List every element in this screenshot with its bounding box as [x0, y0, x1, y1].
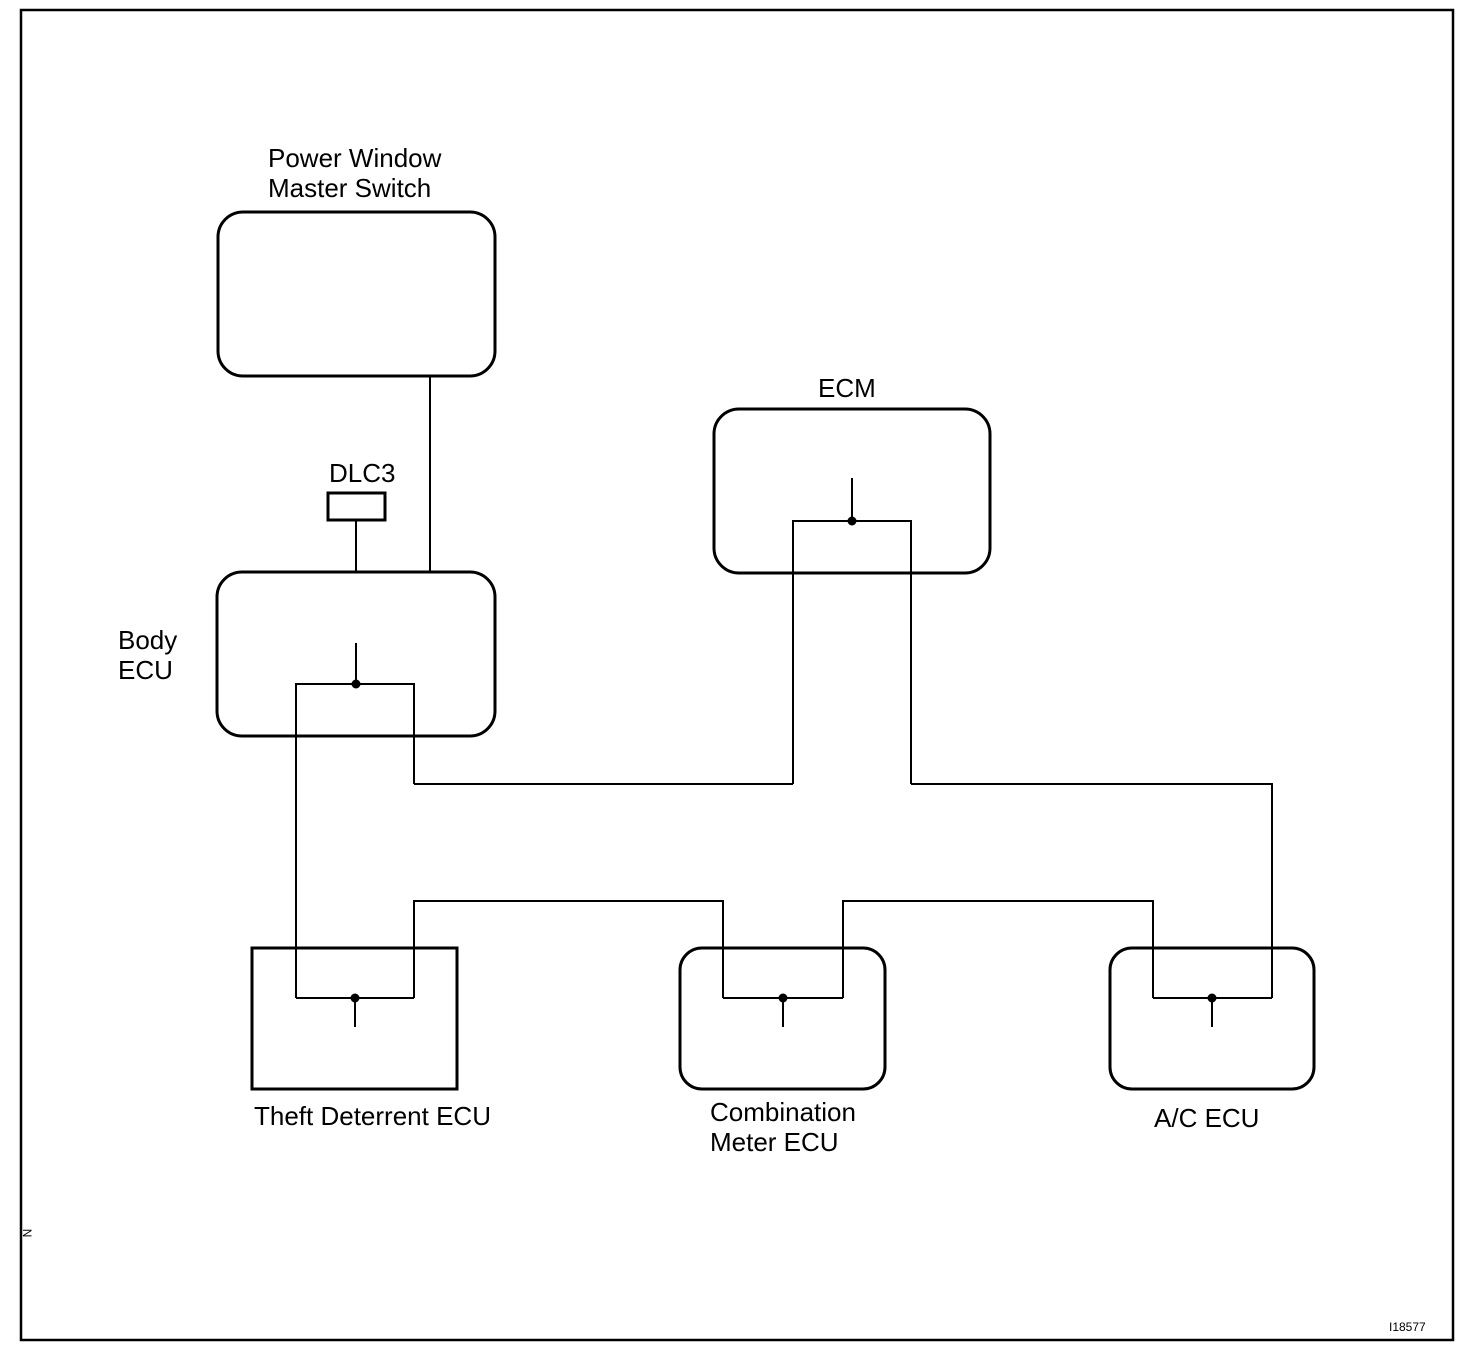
junction-dots [350, 516, 1217, 1003]
wire-theft-to-combination [413, 900, 724, 998]
ecm-box [712, 407, 992, 575]
body-ecu-label-line1: Body [118, 625, 178, 655]
outer-frame [19, 8, 1455, 1342]
body-ecu-bus-loop [295, 683, 415, 998]
combination-junction-dot [778, 993, 788, 1003]
corner-mark: N [20, 1228, 35, 1238]
body-ecu-junction-dot [351, 679, 361, 689]
power-window-label-line2: Master Switch [268, 173, 432, 203]
power-window-label-line1: Power Window [268, 143, 442, 173]
wire-ecm-to-ac-ecu [911, 783, 1273, 998]
ac-ecu-box [1108, 946, 1316, 1091]
body-ecu-label-line2: ECU [118, 655, 173, 685]
theft-junction-dot [350, 993, 360, 1003]
power-window-master-switch-box [216, 210, 497, 378]
dlc3-connector-box [326, 491, 387, 522]
theft-deterrent-ecu-label: Theft Deterrent ECU [254, 1101, 491, 1131]
ac-ecu-label: A/C ECU [1154, 1103, 1260, 1133]
combination-meter-label-line2: Meter ECU [710, 1127, 839, 1157]
theft-deterrent-ecu-box [250, 946, 459, 1091]
wiring [295, 376, 1273, 1027]
dlc3-label: DLC3 [329, 458, 396, 488]
combination-meter-label-line1: Combination [710, 1097, 856, 1127]
ac-junction-dot [1207, 993, 1217, 1003]
figure-code: I18577 [1389, 1320, 1426, 1334]
ecm-bus-loop [792, 520, 912, 784]
combination-meter-ecu-box [678, 946, 887, 1091]
ecm-junction-dot [847, 516, 857, 526]
wire-combination-to-ac [842, 900, 1154, 998]
ecm-label: ECM [818, 373, 876, 403]
